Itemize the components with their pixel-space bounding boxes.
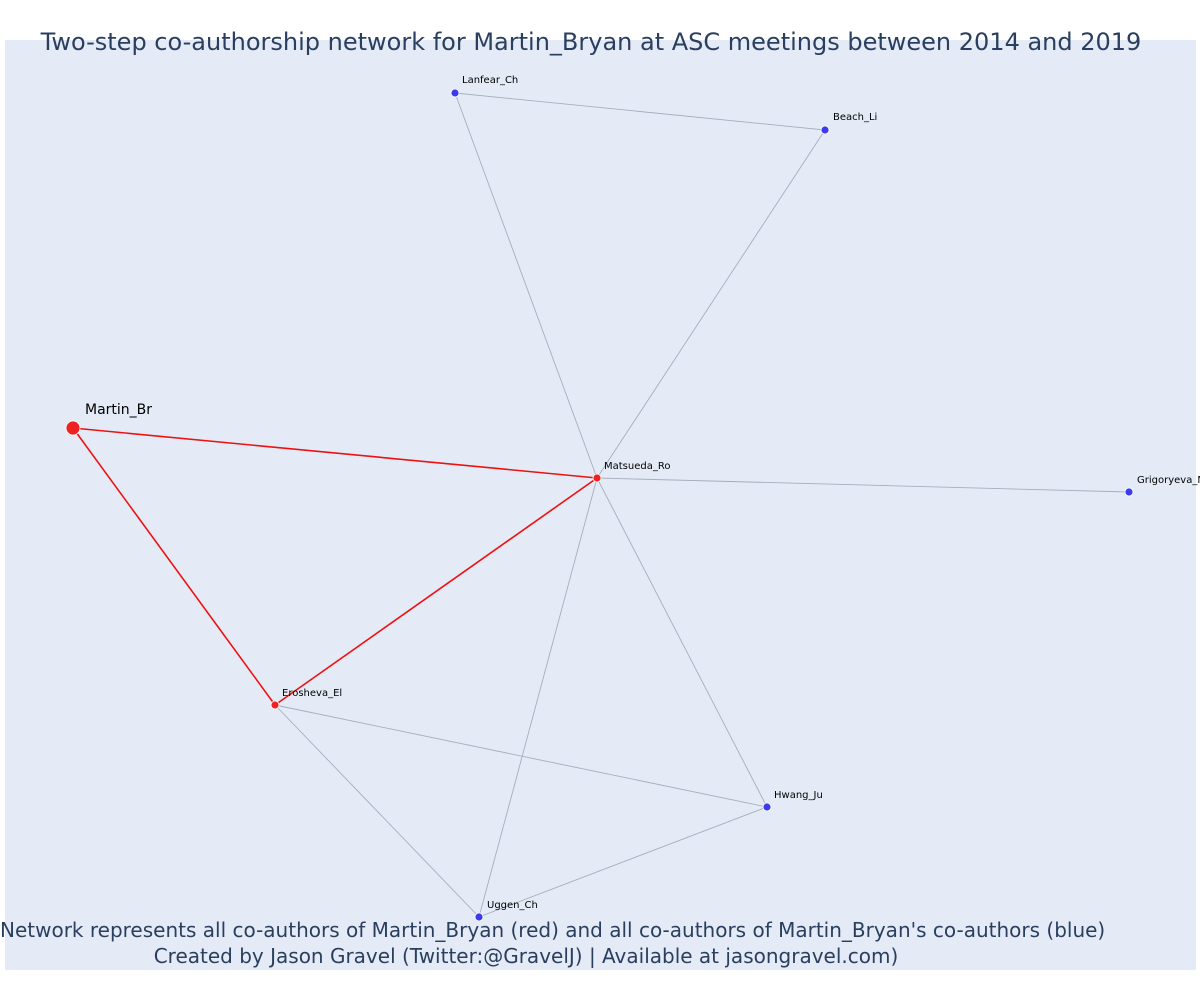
edge-uggen_ch-hwang_ju: [478, 806, 768, 918]
edge-erosheva_el-matsueda_ro: [274, 477, 598, 706]
node-label-lanfear-ch: Lanfear_Ch: [462, 75, 518, 86]
node-label-erosheva-el: Erosheva_El: [282, 688, 342, 699]
node-grigoryeva-m[interactable]: [1124, 487, 1134, 497]
node-label-matsueda-ro: Matsueda_Ro: [604, 461, 670, 472]
node-erosheva-el[interactable]: [270, 700, 280, 710]
edge-martin_br-matsueda_ro: [72, 427, 598, 479]
edge-lanfear_ch-beach_li: [454, 92, 826, 131]
edge-matsueda_ro-lanfear_ch: [454, 92, 598, 479]
node-label-uggen-ch: Uggen_Ch: [487, 900, 538, 911]
edge-martin_br-erosheva_el: [72, 427, 276, 706]
edges-layer: [72, 92, 1130, 918]
node-beach-li[interactable]: [820, 125, 830, 135]
plot-area: [5, 40, 1196, 970]
edge-erosheva_el-uggen_ch: [274, 704, 480, 918]
node-matsueda-ro[interactable]: [592, 473, 602, 483]
edge-erosheva_el-hwang_ju: [274, 704, 768, 808]
edge-matsueda_ro-hwang_ju: [596, 477, 768, 808]
node-lanfear-ch[interactable]: [450, 88, 460, 98]
node-label-martin-br: Martin_Br: [85, 402, 152, 418]
node-hwang-ju[interactable]: [762, 802, 772, 812]
edge-matsueda_ro-beach_li: [596, 129, 826, 479]
caption-credit: Created by Jason Gravel (Twitter:@Gravel…: [153, 944, 899, 968]
edge-matsueda_ro-uggen_ch: [478, 477, 598, 918]
node-label-hwang-ju: Hwang_Ju: [774, 790, 823, 801]
caption-description: Network represents all co-authors of Mar…: [0, 918, 1106, 942]
node-label-beach-li: Beach_Li: [833, 112, 877, 123]
node-label-grigoryeva-m: Grigoryeva_M: [1137, 475, 1200, 486]
chart-title: Two-step co-authorship network for Marti…: [40, 28, 1142, 56]
node-martin-br[interactable]: [65, 420, 81, 436]
edge-matsueda_ro-grigoryeva_m: [596, 477, 1130, 493]
node-uggen-ch[interactable]: [474, 912, 484, 922]
nodes-layer: [65, 88, 1134, 922]
